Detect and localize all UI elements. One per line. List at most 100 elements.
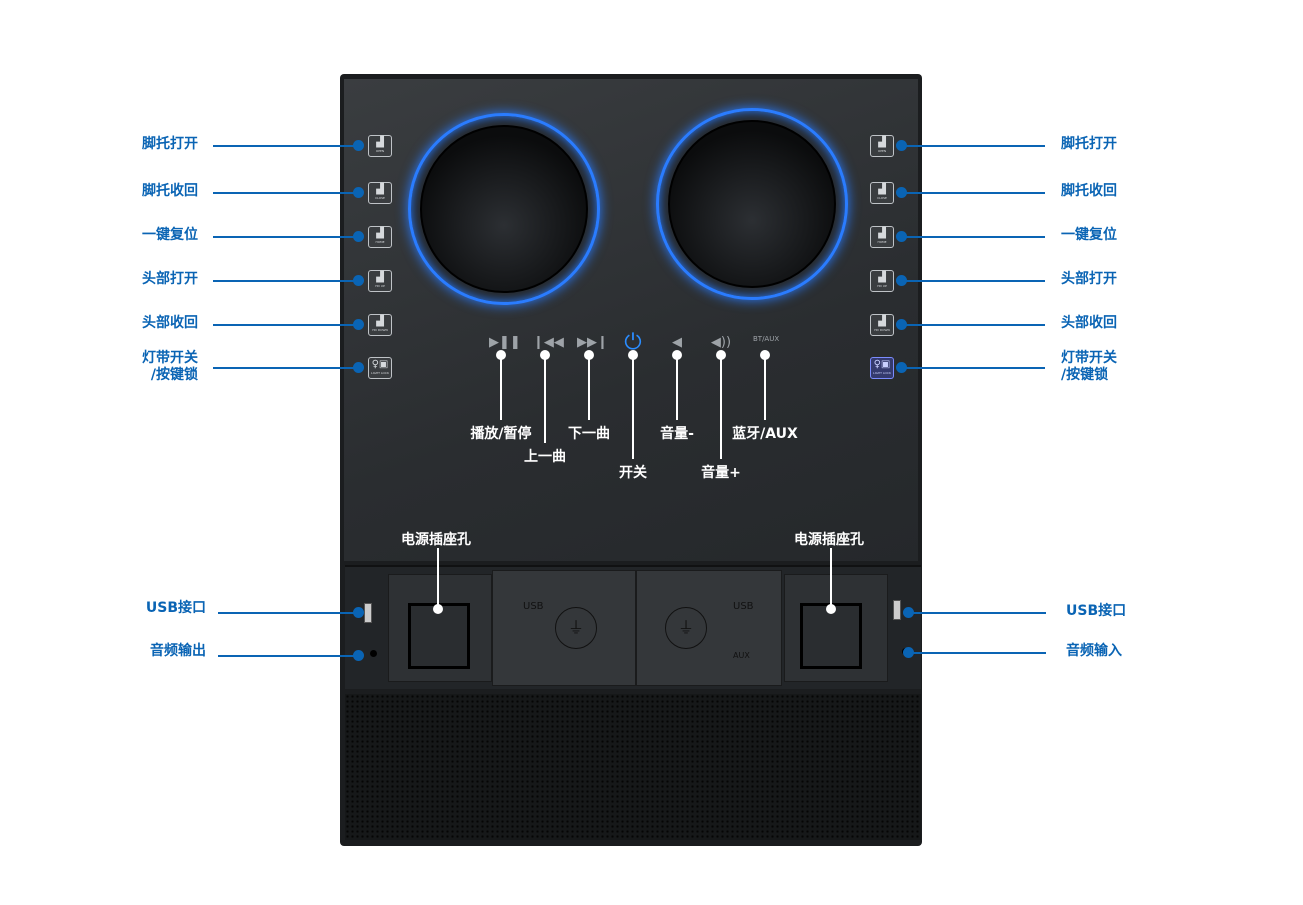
power-socket-left[interactable] [408, 603, 470, 669]
callout-line [544, 355, 546, 443]
button-caption: HOME [375, 240, 385, 244]
plug-icon: ⏚ [555, 607, 597, 649]
left-button-4[interactable]: ▟HD DOWN [368, 314, 392, 336]
callout-line [213, 236, 359, 238]
callout-line [632, 355, 634, 459]
callout-dot [353, 187, 364, 198]
power-socket-right[interactable] [800, 603, 862, 669]
right-callout-label: 头部打开 [1061, 271, 1117, 287]
media-label: 音量- [660, 426, 694, 442]
left-button-5[interactable]: ♀▣LIGHT LOCK [368, 357, 392, 379]
button-caption: HOME [877, 240, 887, 244]
button-caption: LIGHT LOCK [371, 371, 389, 375]
callout-line [676, 355, 678, 420]
next-track-icon[interactable]: ▶▶❙ [577, 335, 608, 350]
right-callout-label: 头部收回 [1061, 315, 1117, 331]
button-caption: OPEN [877, 149, 887, 153]
media-label: 下一曲 [568, 426, 610, 442]
left-callout-label: 灯带开关 /按键锁 [142, 350, 198, 383]
right-button-5[interactable]: ♀▣LIGHT LOCK [870, 357, 894, 379]
media-label: 上一曲 [524, 449, 566, 465]
callout-dot [353, 650, 364, 661]
socket-label: 电源插座孔 [401, 532, 471, 548]
callout-line [213, 192, 359, 194]
audio-jack-out[interactable] [370, 650, 377, 657]
bluetooth-aux-icon[interactable]: BT/AUX [753, 335, 780, 343]
left-button-2[interactable]: ▟HOME [368, 226, 392, 248]
left-callout-label: 头部打开 [142, 271, 198, 287]
callout-dot [433, 604, 443, 614]
bottom-right-label: USB接口 [1066, 603, 1127, 619]
callout-dot [353, 362, 364, 373]
volume-down-icon[interactable]: ◀ [672, 335, 682, 350]
callout-dot [353, 319, 364, 330]
bottom-left-label: USB接口 [145, 600, 206, 616]
right-callout-label: 脚托收回 [1061, 183, 1117, 199]
right-button-1[interactable]: ▟CLOSE [870, 182, 894, 204]
right-button-0[interactable]: ▟OPEN [870, 135, 894, 157]
callout-line [213, 367, 359, 369]
callout-line [437, 548, 439, 608]
usb-port-right[interactable] [893, 600, 901, 620]
media-label: 蓝牙/AUX [732, 426, 798, 442]
right-callout-label: 灯带开关 /按键锁 [1061, 350, 1117, 383]
callout-line [901, 192, 1045, 194]
callout-line [764, 355, 766, 420]
right-callout-label: 脚托打开 [1061, 136, 1117, 152]
volume-up-icon[interactable]: ◀)) [710, 335, 732, 350]
callout-line [218, 612, 358, 614]
play-pause-icon[interactable]: ▶❚❚ [489, 335, 521, 350]
left-callout-label: 一键复位 [142, 227, 198, 243]
left-callout-label: 脚托打开 [142, 136, 198, 152]
callout-dot [826, 604, 836, 614]
right-button-2[interactable]: ▟HOME [870, 226, 894, 248]
cup-holder-right [656, 108, 848, 300]
left-callout-label: 头部收回 [142, 315, 198, 331]
callout-dot [353, 231, 364, 242]
plug-icon: ⏚ [665, 607, 707, 649]
media-label: 开关 [619, 465, 647, 481]
module-text: USB [733, 601, 754, 612]
button-caption: CLOSE [375, 196, 385, 200]
button-caption: HD UP [375, 284, 385, 288]
right-button-4[interactable]: ▟HD DOWN [870, 314, 894, 336]
callout-dot [353, 607, 364, 618]
cup-holder-left [408, 113, 600, 305]
callout-line [901, 236, 1045, 238]
power-icon[interactable]: ⏻ [624, 330, 642, 355]
callout-line [213, 145, 359, 147]
left-callout-label: 脚托收回 [142, 183, 198, 199]
left-button-0[interactable]: ▟OPEN [368, 135, 392, 157]
media-label: 音量+ [701, 465, 741, 481]
bottom-left-label: 音频输出 [150, 643, 206, 659]
speaker-grille [345, 694, 921, 840]
callout-dot [353, 140, 364, 151]
right-callout-label: 一键复位 [1061, 227, 1117, 243]
usb-port-left[interactable] [364, 603, 372, 623]
left-button-1[interactable]: ▟CLOSE [368, 182, 392, 204]
module-subtext: AUX [733, 651, 750, 660]
media-label: 播放/暂停 [470, 426, 532, 442]
callout-line [588, 355, 590, 420]
callout-line [901, 280, 1045, 282]
bottom-right-label: 音频输入 [1066, 643, 1122, 659]
previous-track-icon[interactable]: ❙◀◀ [533, 335, 564, 350]
callout-line [213, 324, 359, 326]
callout-line [908, 652, 1046, 654]
callout-line [500, 355, 502, 420]
callout-line [218, 655, 358, 657]
right-button-3[interactable]: ▟HD UP [870, 270, 894, 292]
callout-line [830, 548, 832, 608]
left-button-3[interactable]: ▟HD UP [368, 270, 392, 292]
button-caption: CLOSE [877, 196, 887, 200]
button-caption: HD DOWN [372, 328, 388, 332]
button-caption: OPEN [375, 149, 385, 153]
callout-line [213, 280, 359, 282]
callout-dot [353, 275, 364, 286]
callout-line [901, 367, 1045, 369]
socket-label: 电源插座孔 [794, 532, 864, 548]
callout-line [901, 324, 1045, 326]
module-text: USB [523, 601, 544, 612]
button-caption: HD UP [877, 284, 887, 288]
callout-line [901, 145, 1045, 147]
